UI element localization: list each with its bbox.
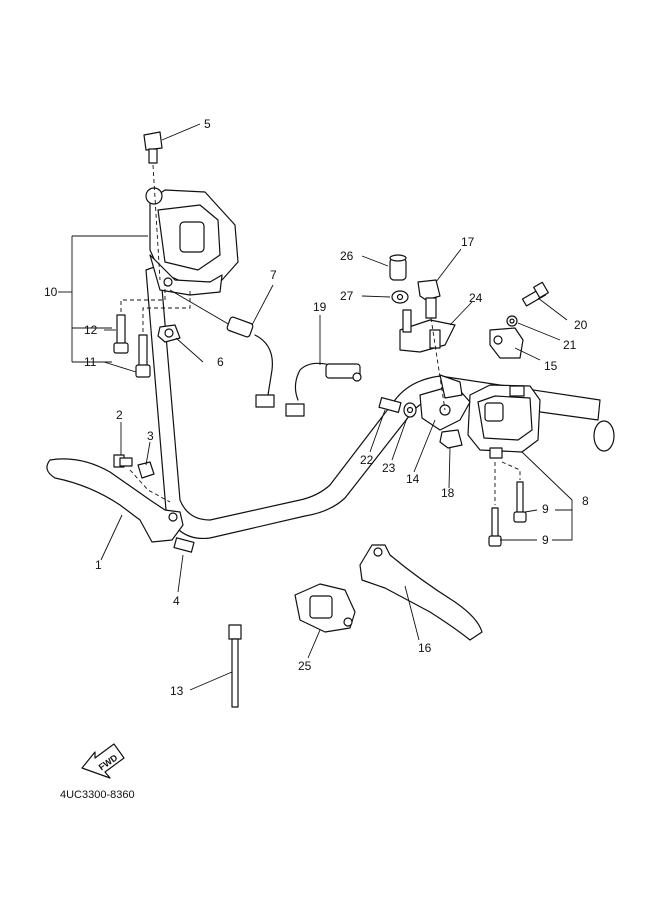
lever-holder-14 xyxy=(419,374,471,431)
callout-21: 21 xyxy=(563,338,577,352)
callout-23: 23 xyxy=(382,461,396,475)
diagram-code: 4UC3300-8360 xyxy=(60,789,135,801)
screw-11 xyxy=(135,334,151,378)
washer-21 xyxy=(506,315,518,327)
nut-6 xyxy=(157,324,181,343)
screw-9-upper xyxy=(513,481,527,523)
nut-18 xyxy=(439,429,463,449)
screw-12 xyxy=(113,314,129,354)
fwd-arrow: FWD xyxy=(81,743,125,779)
callout-9-upper: 9 xyxy=(542,502,549,516)
spring-4 xyxy=(173,537,195,553)
callout-15: 15 xyxy=(544,359,558,373)
washer-23 xyxy=(403,402,417,418)
callout-13: 13 xyxy=(170,684,184,698)
callout-20: 20 xyxy=(574,318,588,332)
callout-8: 8 xyxy=(582,494,589,508)
screw-9-lower xyxy=(488,507,502,547)
callout-6: 6 xyxy=(217,355,224,369)
bolt-5 xyxy=(143,131,163,164)
screw-20 xyxy=(521,281,549,307)
callout-27: 27 xyxy=(340,289,354,303)
bolt-2 xyxy=(113,454,133,468)
cable-tie-13 xyxy=(228,624,242,708)
callout-10: 10 xyxy=(44,285,58,299)
callout-2: 2 xyxy=(116,408,123,422)
callout-26: 26 xyxy=(340,249,354,263)
callout-numbers: 1 2 3 4 5 6 7 8 9 9 10 11 12 13 14 15 16… xyxy=(44,117,589,698)
callout-7: 7 xyxy=(270,268,277,282)
left-lever-holder xyxy=(145,187,239,296)
callout-22: 22 xyxy=(360,453,374,467)
callout-5: 5 xyxy=(204,117,211,131)
callout-1: 1 xyxy=(95,558,102,572)
callout-17: 17 xyxy=(461,235,475,249)
callout-4: 4 xyxy=(173,594,180,608)
cable-19 xyxy=(285,362,362,417)
bolt-17 xyxy=(417,279,441,319)
clamp-15 xyxy=(489,327,524,359)
screw-22 xyxy=(378,396,402,414)
right-switch-housing xyxy=(467,384,541,459)
callout-25: 25 xyxy=(298,659,312,673)
callout-11: 11 xyxy=(84,355,97,369)
callout-12: 12 xyxy=(84,323,98,337)
switch-25 xyxy=(294,583,356,633)
clutch-lever-1 xyxy=(46,458,184,543)
leaders xyxy=(58,123,573,691)
callout-24: 24 xyxy=(469,291,483,305)
callout-14: 14 xyxy=(406,472,420,486)
callout-9-lower: 9 xyxy=(542,533,549,547)
callout-19: 19 xyxy=(313,300,327,314)
callout-18: 18 xyxy=(441,486,455,500)
callout-16: 16 xyxy=(418,641,432,655)
switch-cable-7 xyxy=(169,289,275,408)
bracket-24 xyxy=(399,309,456,353)
brake-lever-16 xyxy=(359,544,483,641)
nut-27 xyxy=(391,290,409,304)
cap-26 xyxy=(389,254,407,281)
callout-3: 3 xyxy=(147,429,154,443)
